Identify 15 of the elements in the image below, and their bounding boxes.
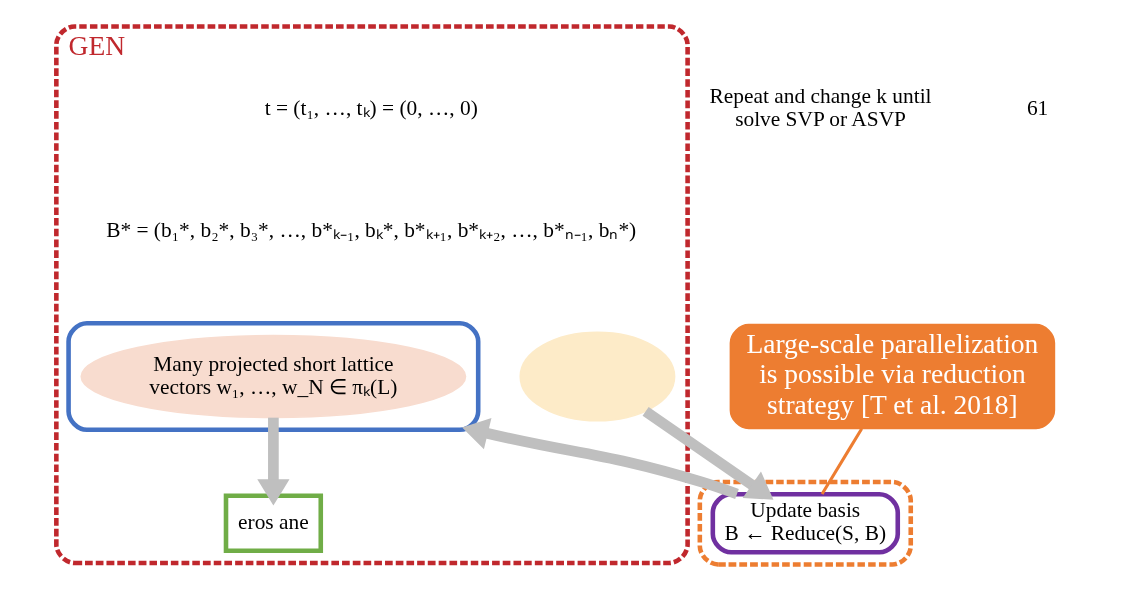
node-ellipse: Many projected short lattice vectors w₁, …, w_N ∈ πₖ(L) bbox=[80, 334, 467, 419]
label: t = (t₁, …, tₖ) = (0, …, 0) bbox=[264, 95, 478, 120]
label: Repeat and change k until solve SVP or ASVP bbox=[709, 84, 932, 132]
label: B* = (b₁*, b₂*, b₃*, …, b*ₖ₋₁, bₖ*, b*ₖ₊₁, b*ₖ₊₂, …, b*ₙ₋₁, bₙ*) bbox=[106, 217, 637, 242]
node-box: Update basis B ← Reduce(S, B) bbox=[710, 491, 901, 555]
node-box: Large-scale parallelization is possible via reduction strategy [T et al. 2018] bbox=[729, 323, 1056, 430]
connector bbox=[820, 427, 863, 495]
arrow bbox=[642, 406, 774, 500]
arrow bbox=[462, 417, 739, 500]
cluster bbox=[66, 320, 481, 433]
label: 61 bbox=[1026, 95, 1049, 120]
cluster bbox=[697, 479, 914, 567]
node-box: eros ane bbox=[223, 493, 324, 554]
node-ellipse bbox=[519, 331, 676, 422]
arrow bbox=[257, 417, 290, 506]
